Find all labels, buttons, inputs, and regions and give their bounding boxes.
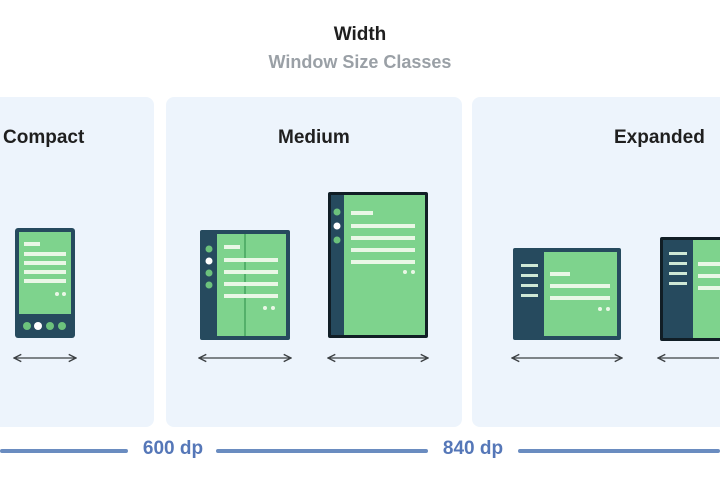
axis-segment-2 xyxy=(216,449,428,453)
label-expanded: Expanded xyxy=(614,127,705,148)
label-compact: Compact xyxy=(3,127,85,148)
expanded-desktop xyxy=(660,237,720,341)
compact-phone xyxy=(15,228,75,338)
expanded-tablet-landscape xyxy=(513,248,621,340)
axis-segment-3 xyxy=(518,449,720,453)
diagram-title: Width xyxy=(333,24,387,45)
axis-segment-1 xyxy=(0,449,128,453)
diagram-subtitle: Window Size Classes xyxy=(268,52,452,72)
label-medium: Medium xyxy=(278,127,350,148)
medium-tablet-portrait xyxy=(328,192,428,338)
medium-foldable xyxy=(200,230,290,340)
breakpoint-840dp: 840 dp xyxy=(442,438,504,459)
breakpoint-600dp: 600 dp xyxy=(142,438,204,459)
